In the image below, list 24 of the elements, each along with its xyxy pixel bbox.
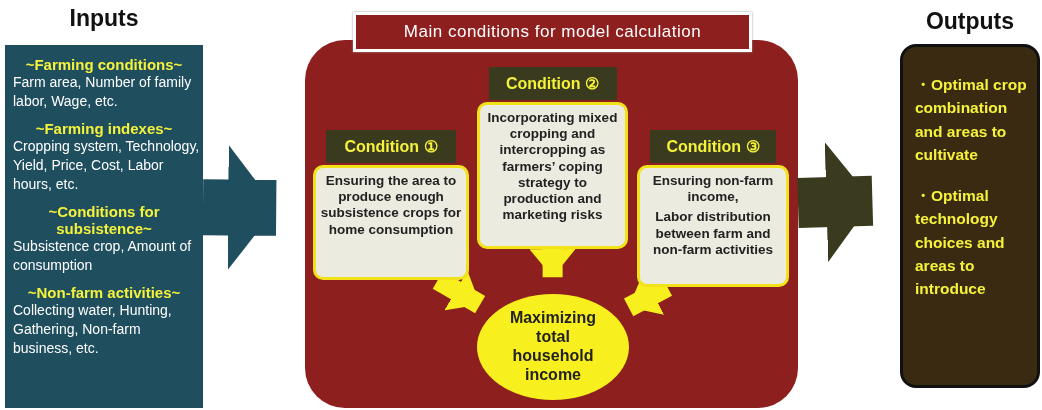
- section-heading: ~Non-farm activities~: [26, 284, 182, 302]
- title-tab: Main conditions for model calculation: [353, 12, 752, 52]
- condition-text: Incorporating mixed cropping and intercropping as farmers’ coping strategy to production and marketing risks: [486, 110, 619, 224]
- condition-text: Labor distribution between farm and non-farm activities: [652, 209, 774, 258]
- condition-header: Condition ②: [488, 67, 617, 100]
- input-text: Collecting water, Hunting, Gathering, Non-farm business, etc.: [12, 301, 173, 359]
- block-arrow: [529, 248, 576, 278]
- section-heading: ~Farming indexes~: [34, 120, 174, 138]
- block-arrow: [202, 144, 277, 270]
- condition-header: Condition ③: [650, 130, 776, 163]
- input-text: Farm area, Number of family labor, Wage, etc.: [12, 73, 193, 112]
- condition-header: Condition ①: [326, 130, 456, 163]
- input-text: Subsistence crop, Amount of consumption: [12, 237, 193, 276]
- panel-heading: Outputs: [924, 8, 1016, 35]
- output-text: ・Optimal crop combination and areas to cultivate: [915, 75, 1028, 165]
- input-text: Cropping system, Technology, Yield, Price, Cost, Labor hours, etc.: [12, 137, 201, 194]
- output-text: ・Optimal technology choices and areas to introduce: [915, 186, 1006, 299]
- section-heading: ~Farming conditions~: [24, 56, 184, 74]
- goal-text: Maximizing total household income: [508, 309, 598, 385]
- section-heading: ~Conditions for subsistence~: [47, 202, 161, 238]
- condition-text: Ensuring the area to produce enough subsistence crops for home consumption: [320, 173, 462, 238]
- panel-heading: Inputs: [68, 5, 140, 32]
- condition-text: Ensuring non-farm income,: [651, 173, 775, 206]
- block-arrow: [797, 142, 874, 263]
